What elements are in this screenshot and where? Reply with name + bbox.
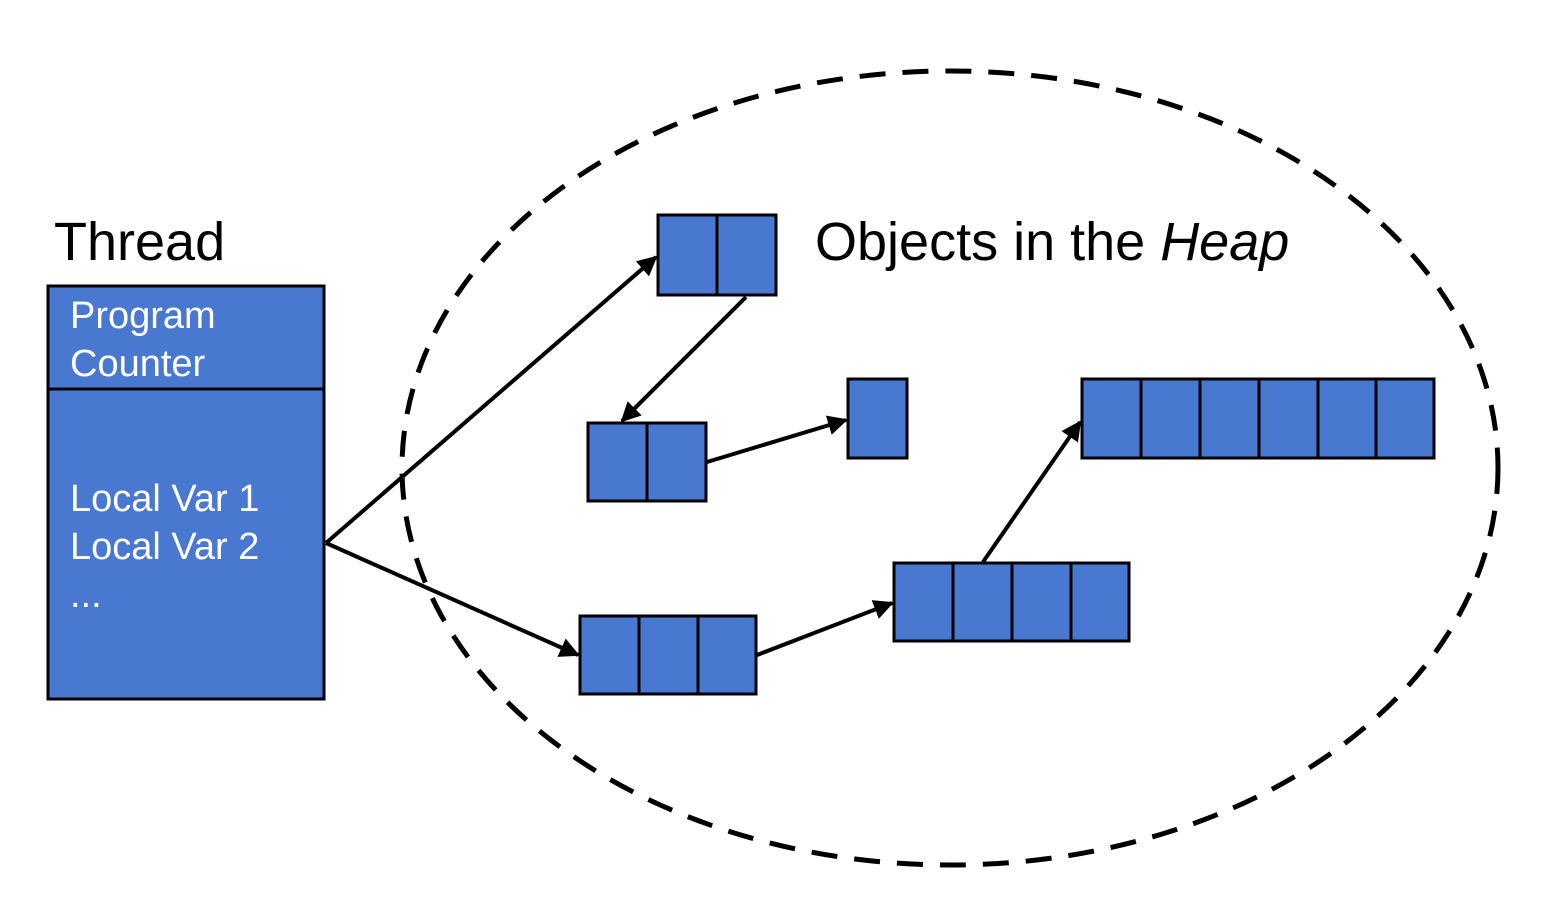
local-var-1: Local Var 1 [70, 478, 259, 520]
object-d-cell [637, 614, 700, 696]
heap-boundary [399, 68, 1501, 868]
object-f-cell [1257, 377, 1320, 460]
heap-title-prefix: Objects in the [815, 212, 1160, 272]
program-counter-line-2: Counter [70, 343, 206, 385]
heap-title: Objects in the Heap [815, 212, 1289, 272]
object-a-cell [656, 213, 719, 297]
object-e-cell [1069, 561, 1131, 643]
object-f-cell [1316, 377, 1378, 460]
object-b-cell [586, 421, 649, 503]
object-f [1080, 377, 1436, 460]
object-b [586, 421, 708, 503]
ref-object-b-to-object-c [706, 415, 848, 464]
thread-title: Thread [54, 212, 225, 272]
object-b-cell [645, 421, 708, 503]
object-d-cell [696, 614, 758, 696]
ref-object-e-to-object-f [981, 420, 1082, 564]
local-var-2: Local Var 2 [70, 526, 259, 568]
object-a-cell [715, 213, 778, 297]
heap-title-emphasis: Heap [1160, 212, 1289, 272]
object-d-cell [578, 614, 641, 696]
object-f-cell [1374, 377, 1436, 460]
object-f-cell [1080, 377, 1143, 460]
object-f-cell [1198, 377, 1261, 460]
object-d [578, 614, 758, 696]
object-e-cell [892, 561, 955, 643]
ref-object-a-to-object-b [620, 295, 748, 423]
ref-thread-to-object-d [325, 541, 580, 657]
ref-thread-to-object-a [324, 255, 658, 545]
object-f-cell [1139, 377, 1202, 460]
object-e [892, 561, 1131, 643]
program-counter-line-1: Program [70, 295, 216, 337]
object-a [656, 213, 778, 297]
object-c [846, 377, 909, 460]
thread-block [46, 284, 326, 701]
object-e-cell [951, 561, 1014, 643]
local-var-ellipsis: ... [70, 574, 102, 616]
object-e-cell [1010, 561, 1073, 643]
ref-object-d-to-object-e [756, 600, 894, 657]
object-c-cell [846, 377, 909, 460]
